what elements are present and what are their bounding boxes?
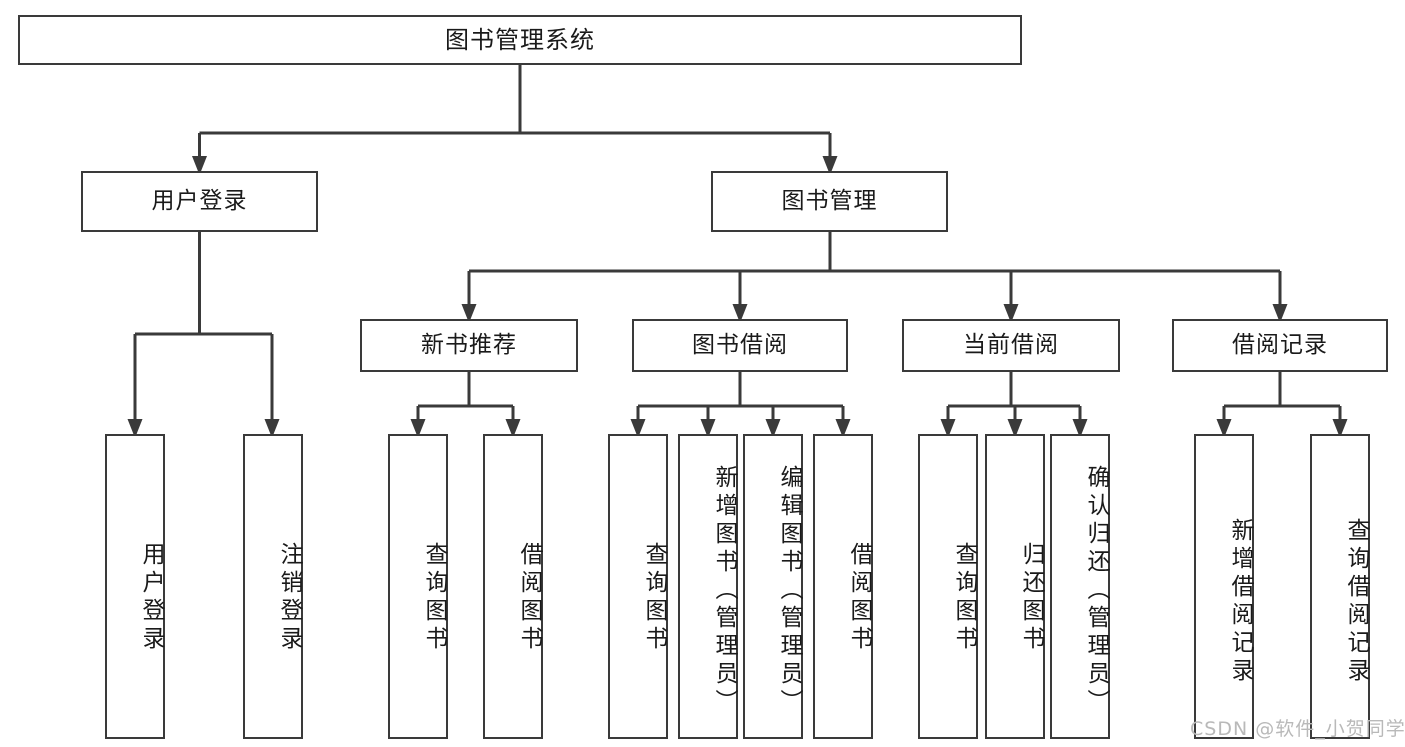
- node-current-borrow[interactable]: 当前借阅: [902, 319, 1120, 372]
- node-user-login-label: 用户登录: [151, 187, 248, 214]
- leaf-query-book-borrow-label: 查询图书: [641, 541, 667, 654]
- leaf-query-book-current-label: 查询图书: [951, 541, 977, 654]
- node-borrow-records[interactable]: 借阅记录: [1172, 319, 1388, 372]
- leaf-query-book-current[interactable]: 查询图书: [918, 434, 978, 739]
- node-new-book-recommend[interactable]: 新书推荐: [360, 319, 578, 372]
- leaf-user-login[interactable]: 用户登录: [105, 434, 165, 739]
- leaf-logout[interactable]: 注销登录: [243, 434, 303, 739]
- leaf-borrow-book[interactable]: 借阅图书: [813, 434, 873, 739]
- node-new-book-recommend-label: 新书推荐: [421, 331, 517, 358]
- node-borrow-records-label: 借阅记录: [1232, 331, 1328, 358]
- leaf-query-borrow-record[interactable]: 查询借阅记录: [1310, 434, 1370, 739]
- node-current-borrow-label: 当前借阅: [963, 331, 1059, 358]
- leaf-query-borrow-record-label: 查询借阅记录: [1343, 517, 1369, 686]
- leaf-add-borrow-record-label: 新增借阅记录: [1227, 517, 1253, 686]
- leaf-borrow-book-recommend[interactable]: 借阅图书: [483, 434, 543, 739]
- leaf-query-book-borrow[interactable]: 查询图书: [608, 434, 668, 739]
- node-book-management-label: 图书管理: [781, 187, 878, 214]
- leaf-logout-label: 注销登录: [276, 541, 302, 654]
- leaf-add-borrow-record[interactable]: 新增借阅记录: [1194, 434, 1254, 739]
- leaf-query-book-recommend[interactable]: 查询图书: [388, 434, 448, 739]
- leaf-return-book-label: 归还图书: [1018, 541, 1044, 654]
- leaf-user-login-label: 用户登录: [138, 541, 164, 654]
- leaf-add-book-admin-label: 新增图书（管理员）: [711, 464, 737, 717]
- leaf-borrow-book-label: 借阅图书: [846, 541, 872, 654]
- leaf-edit-book-admin-label: 编辑图书（管理员）: [776, 464, 802, 717]
- leaf-return-book[interactable]: 归还图书: [985, 434, 1045, 739]
- node-book-borrow[interactable]: 图书借阅: [632, 319, 848, 372]
- leaf-edit-book-admin[interactable]: 编辑图书（管理员）: [743, 434, 803, 739]
- node-user-login[interactable]: 用户登录: [81, 171, 318, 232]
- leaf-confirm-return-admin[interactable]: 确认归还（管理员）: [1050, 434, 1110, 739]
- node-root[interactable]: 图书管理系统: [18, 15, 1022, 65]
- leaf-add-book-admin[interactable]: 新增图书（管理员）: [678, 434, 738, 739]
- csdn-watermark: CSDN @软件_小贺同学: [1190, 718, 1405, 740]
- node-root-label: 图书管理系统: [445, 25, 595, 54]
- node-book-management[interactable]: 图书管理: [711, 171, 948, 232]
- leaf-confirm-return-admin-label: 确认归还（管理员）: [1083, 464, 1109, 717]
- leaf-borrow-book-recommend-label: 借阅图书: [516, 541, 542, 654]
- node-book-borrow-label: 图书借阅: [692, 331, 788, 358]
- leaf-query-book-recommend-label: 查询图书: [421, 541, 447, 654]
